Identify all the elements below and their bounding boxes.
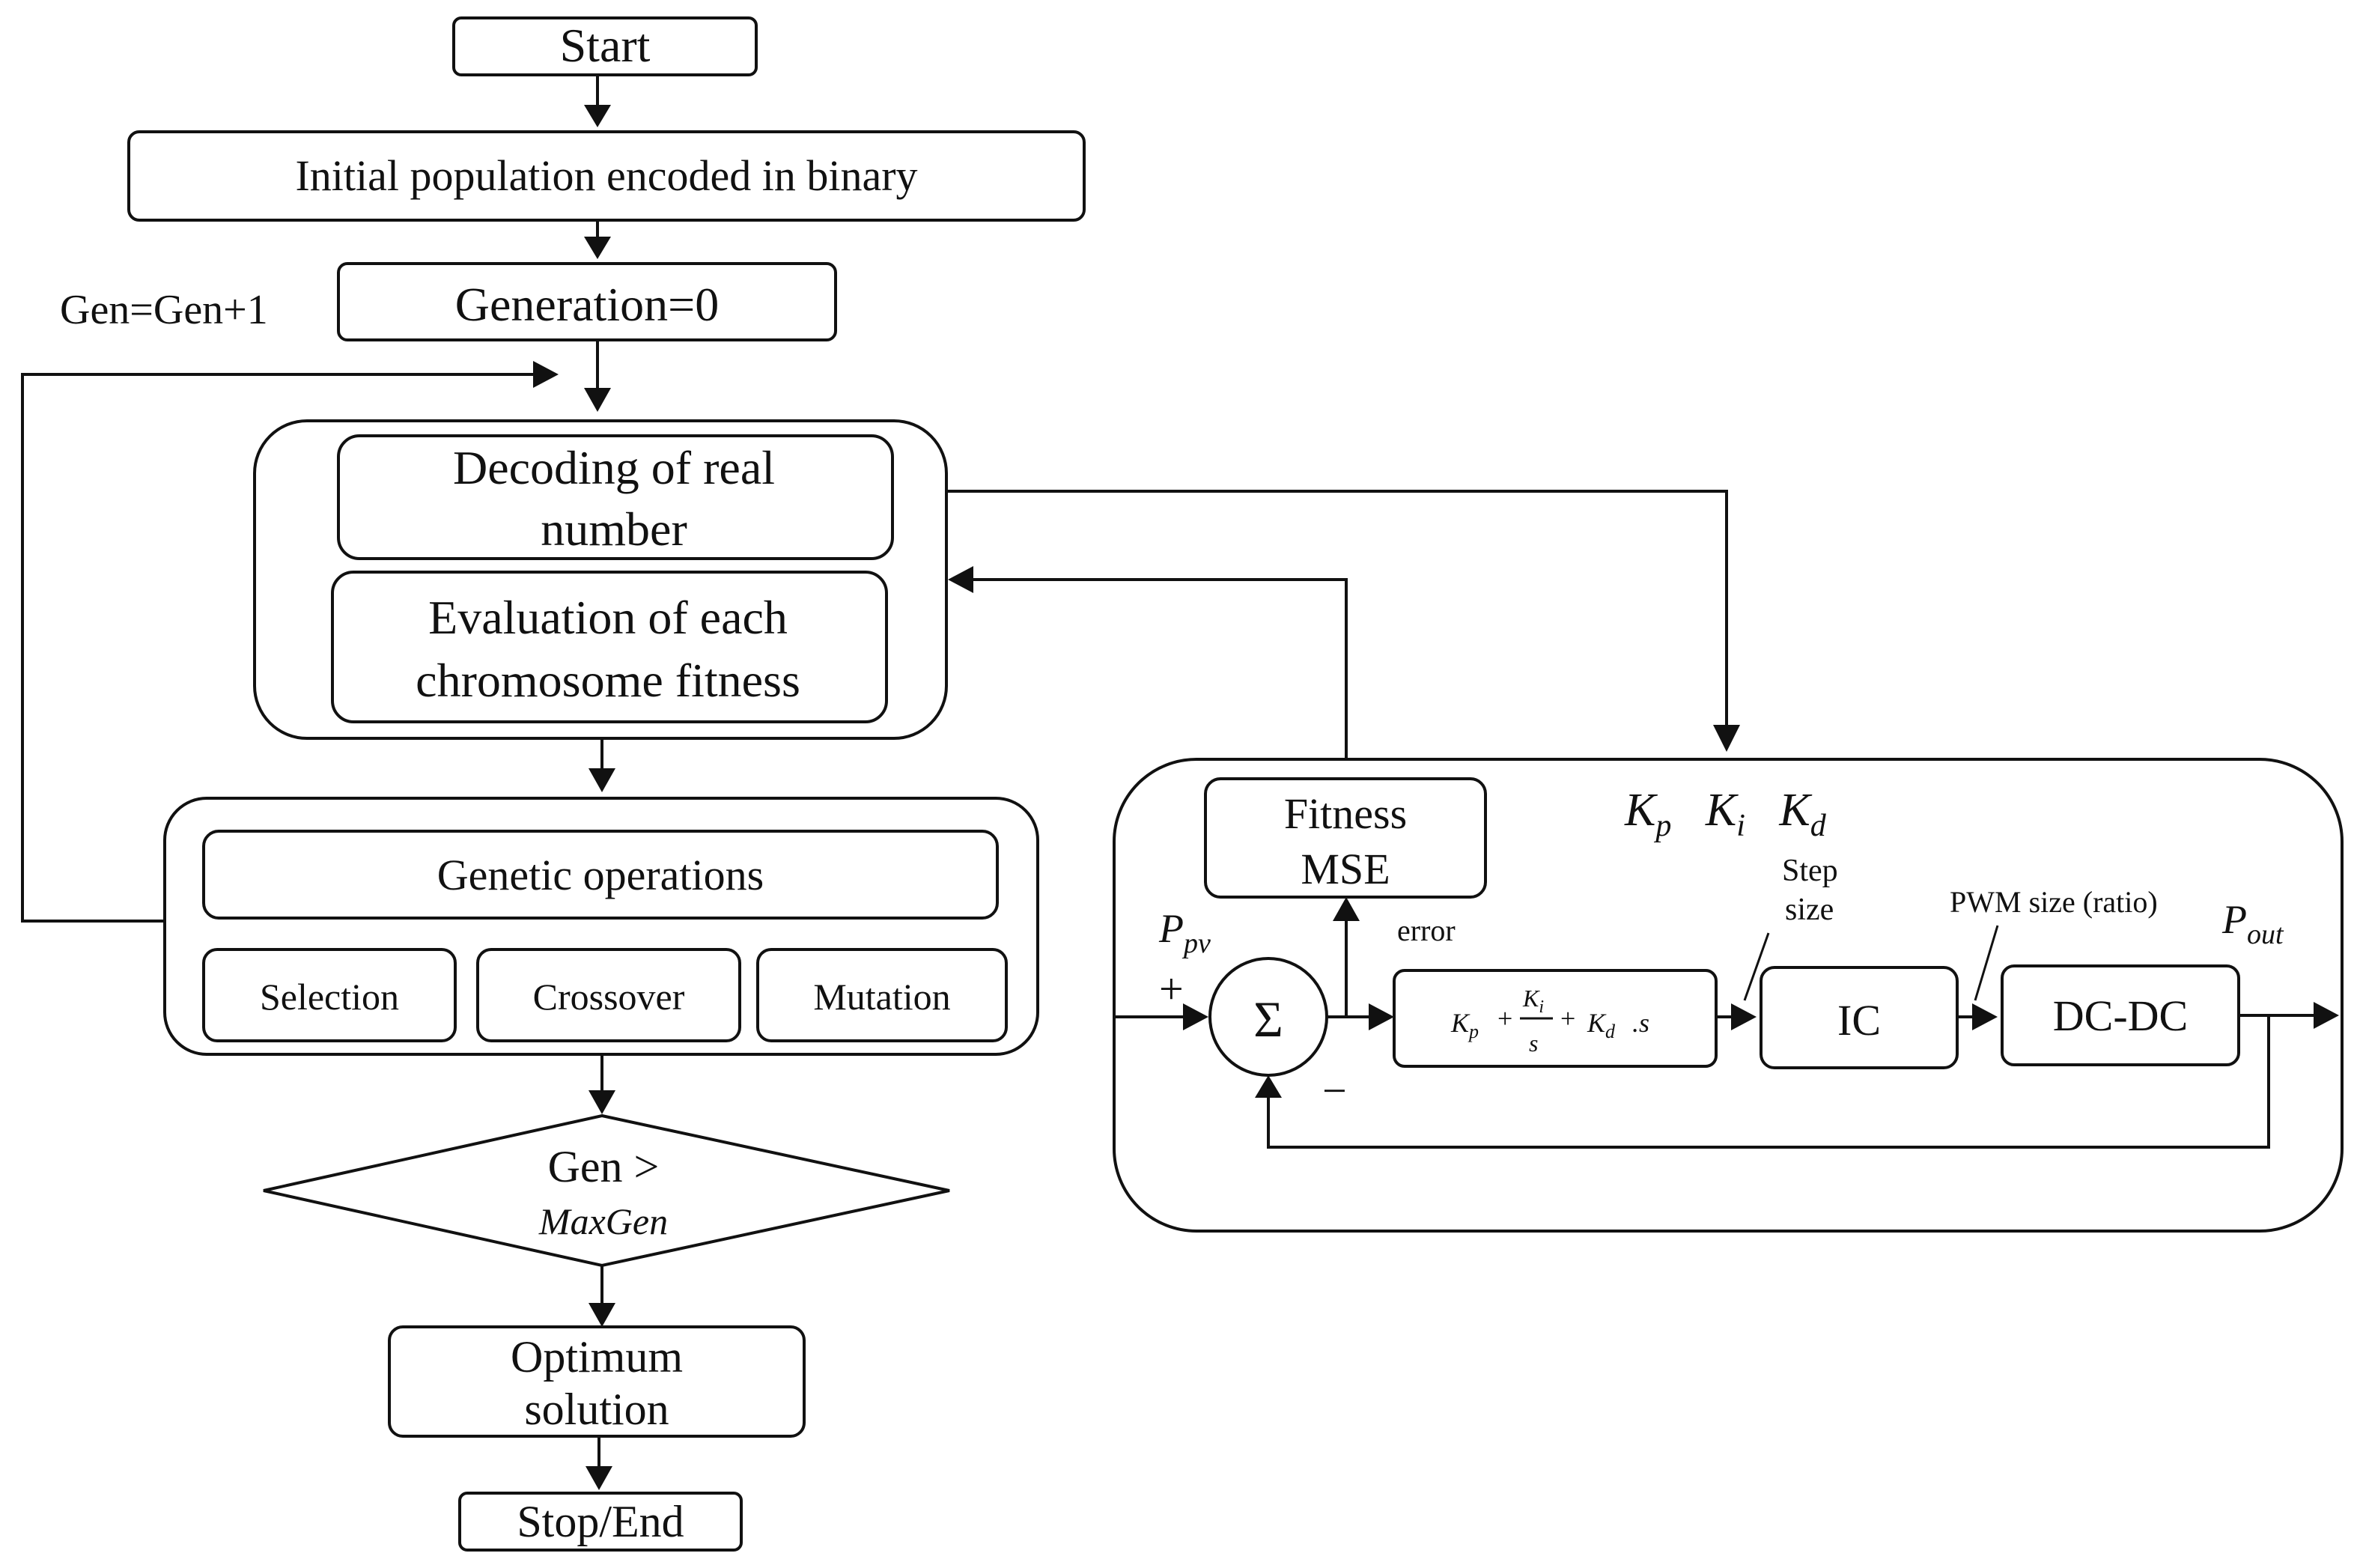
svg-text:+: + — [1560, 1003, 1575, 1033]
generation-init-node: Generation=0 — [337, 262, 837, 341]
genetic-operations-group: Genetic operations Selection Crossover M… — [163, 797, 1039, 1056]
svg-text:.s: .s — [1632, 1008, 1649, 1038]
evaluation-label-1: Evaluation of each — [428, 591, 788, 644]
stop-label: Stop/End — [517, 1497, 684, 1546]
plus-sign: + — [1159, 964, 1184, 1013]
decoding-label-2: number — [541, 502, 687, 556]
gains-feed-line — [946, 490, 1728, 725]
arrow-head — [584, 105, 611, 127]
start-node: Start — [452, 16, 758, 76]
optimum-node: Optimum solution — [388, 1325, 806, 1438]
svg-text:s: s — [1529, 1030, 1538, 1057]
feedback-line — [1267, 1015, 2270, 1149]
gen-increment-label: Gen=Gen+1 — [60, 287, 268, 333]
crossover-label: Crossover — [533, 976, 685, 1018]
decoding-label-1: Decoding of real — [453, 441, 775, 494]
arrow-head — [1731, 1003, 1757, 1030]
dcdc-label: DC-DC — [2053, 991, 2188, 1040]
optimum-label-2: solution — [524, 1385, 669, 1434]
arrow-head — [589, 768, 615, 792]
arrow-head — [1183, 1003, 1208, 1030]
optimum-label-1: Optimum — [511, 1332, 683, 1382]
arrow-head — [1255, 1075, 1282, 1098]
selection-label: Selection — [260, 976, 399, 1018]
svg-text:Kd: Kd — [1587, 1008, 1616, 1042]
pid-formula: Kp + Ki s + Kd .s — [1450, 985, 1649, 1057]
sum-symbol: Σ — [1253, 991, 1283, 1048]
svg-text:Ki: Ki — [1522, 985, 1544, 1017]
init-population-label: Initial population encoded in binary — [295, 151, 917, 200]
arrow-head — [948, 566, 973, 593]
arrow-head — [584, 388, 611, 412]
step-size-label-1: Step — [1782, 854, 1838, 888]
evaluation-label-2: chromosome fitness — [416, 654, 800, 707]
svg-text:+: + — [1497, 1003, 1512, 1033]
error-label: error — [1397, 914, 1456, 947]
arrow-head — [2314, 1002, 2339, 1029]
minus-sign: − — [1322, 1066, 1347, 1115]
decision-diamond: Gen > MaxGen — [263, 1113, 950, 1268]
fitness-return-line — [973, 578, 1348, 779]
step-size-label-2: size — [1785, 893, 1834, 927]
genetic-operations-label: Genetic operations — [437, 851, 764, 899]
loop-back-line — [21, 373, 533, 923]
arrow-head — [584, 237, 611, 259]
fitness-label-2: MSE — [1301, 845, 1390, 893]
gains-label: Kp Ki Kd — [1624, 785, 1827, 846]
decode-eval-group: Decoding of real number Evaluation of ea… — [253, 419, 948, 740]
pwm-label: PWM size (ratio) — [1950, 885, 2158, 919]
arrow-head — [1972, 1003, 1998, 1030]
arrow-head — [589, 1090, 615, 1114]
mutation-label: Mutation — [813, 976, 950, 1018]
arrow-head — [1713, 725, 1740, 752]
init-population-node: Initial population encoded in binary — [127, 130, 1086, 222]
pout-label: Pout — [2221, 897, 2284, 950]
arrow-head — [1333, 897, 1360, 921]
control-loop-group: Fitness MSE Kp Ki Kd Ppv + Σ − error Kp … — [1113, 758, 2344, 1233]
arrow-head — [586, 1466, 612, 1490]
start-label: Start — [560, 19, 651, 72]
arrow-head — [533, 361, 559, 388]
stop-node: Stop/End — [458, 1492, 743, 1552]
generation-init-label: Generation=0 — [455, 278, 719, 331]
decision-label-2: MaxGen — [538, 1200, 668, 1242]
ic-label: IC — [1837, 996, 1881, 1045]
decision-label-1: Gen > — [548, 1142, 660, 1191]
arrow-head — [589, 1303, 615, 1327]
svg-text:Kp: Kp — [1450, 1008, 1479, 1042]
arrow-head — [1369, 1003, 1394, 1030]
fitness-label-1: Fitness — [1284, 789, 1407, 838]
ppv-label: Ppv — [1158, 906, 1211, 959]
